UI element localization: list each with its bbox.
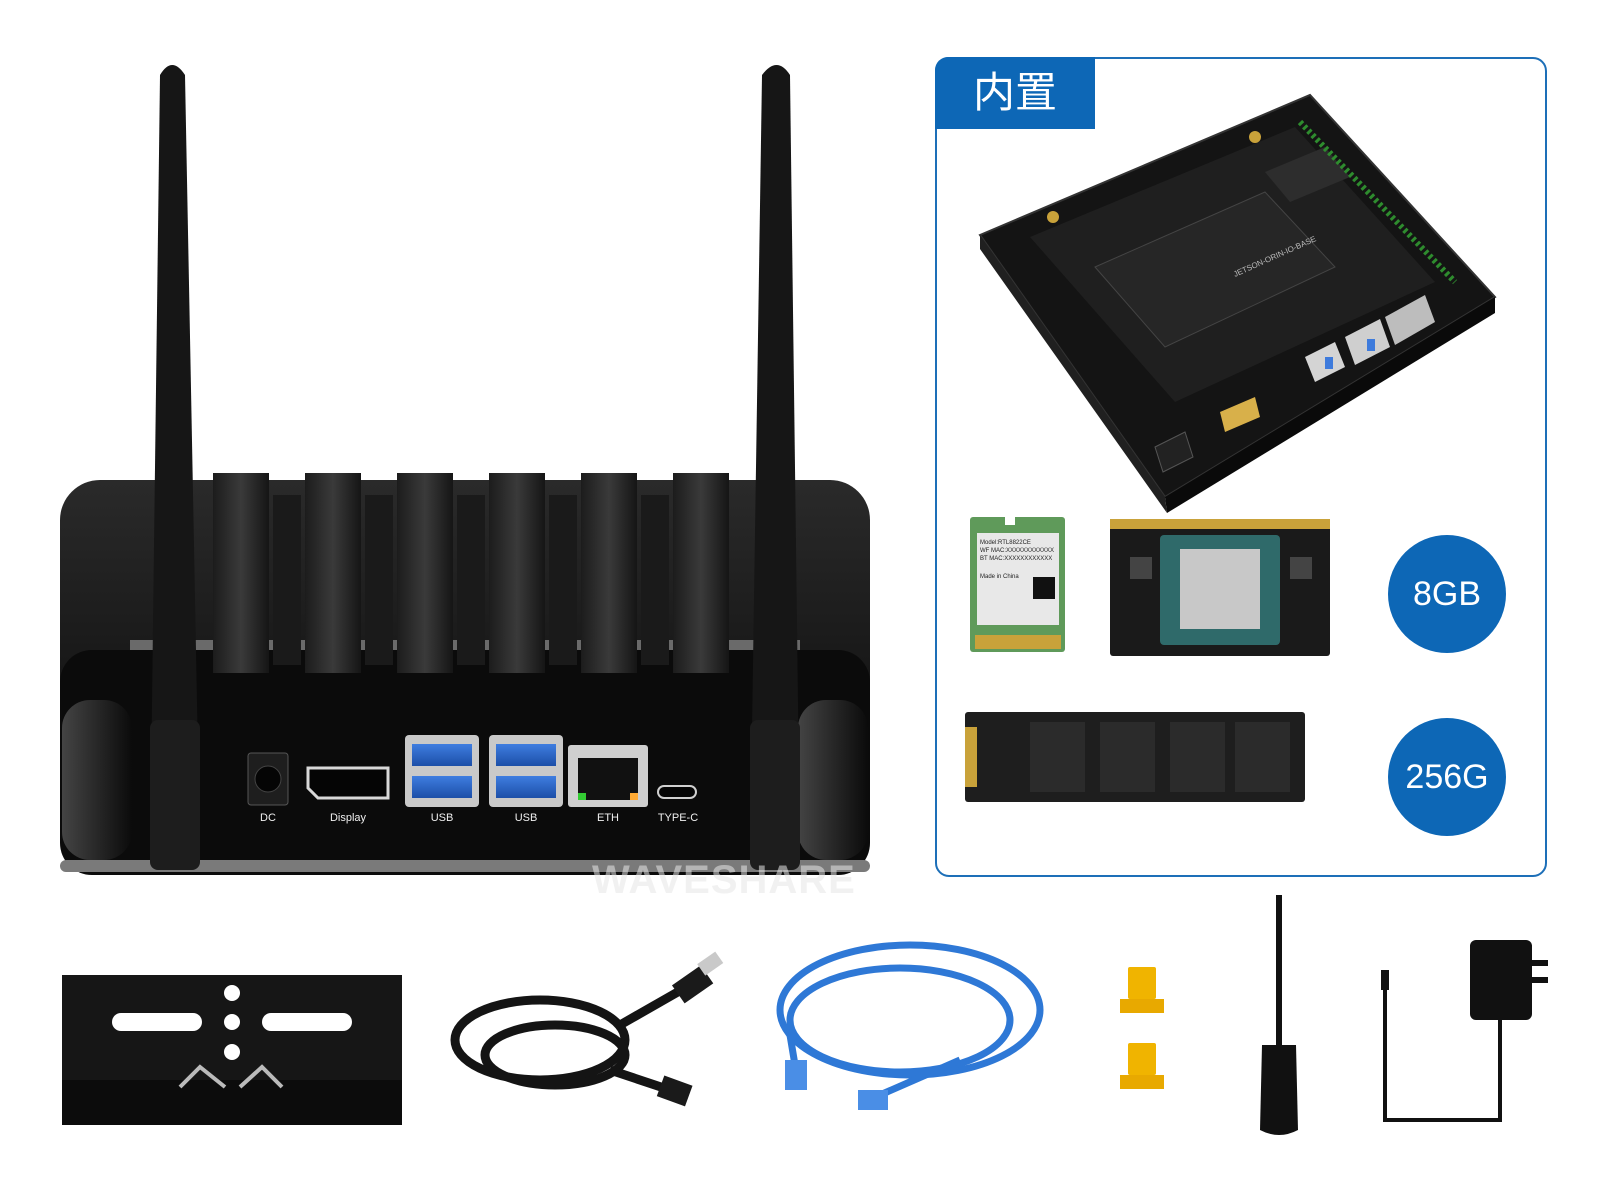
- jumper-caps: [1120, 967, 1164, 1089]
- antenna-right: [750, 65, 800, 870]
- usb-c-cable: [450, 951, 724, 1107]
- dc-jack: [247, 752, 289, 806]
- port-label-display: Display: [329, 812, 367, 824]
- port-label-eth: ETH: [597, 812, 619, 824]
- ethernet-cable: [776, 941, 1044, 1110]
- port-label-type-c: TYPE-C: [657, 812, 699, 824]
- power-adapter: [1381, 940, 1548, 1122]
- builtin-components: JETSON-ORIN-IO-BASE: [965, 93, 1497, 802]
- port-label-usb-2: USB: [514, 812, 538, 824]
- watermark: WAVESHARE: [592, 858, 856, 902]
- displayport: [306, 766, 390, 800]
- som-module: [1110, 519, 1330, 656]
- ram-badge: 8GB: [1388, 535, 1506, 653]
- heatsink-fins: [213, 473, 729, 673]
- port-label-dc: DC: [260, 812, 276, 824]
- builtin-tag: 内置: [935, 57, 1095, 129]
- din-rail-bracket: [62, 975, 402, 1125]
- usb-port-pair-2: [489, 735, 563, 807]
- usb-port-pair-1: [405, 735, 479, 807]
- storage-badge: 256G: [1388, 718, 1506, 836]
- ssd-module: [965, 712, 1305, 802]
- wifi-card-label: Model:RTL8822CE WF MAC:XXXXXXXXXXXX BT M…: [980, 540, 1055, 580]
- ethernet-port: [568, 745, 648, 807]
- wifi-card: [970, 517, 1065, 652]
- antenna-left: [150, 65, 200, 870]
- usb-c-port: [657, 785, 697, 799]
- accessories: [62, 895, 1548, 1135]
- mini-pc-device: [60, 65, 870, 875]
- carrier-board: [978, 93, 1497, 513]
- screwdriver: [1260, 895, 1298, 1135]
- port-label-usb-1: USB: [430, 812, 454, 824]
